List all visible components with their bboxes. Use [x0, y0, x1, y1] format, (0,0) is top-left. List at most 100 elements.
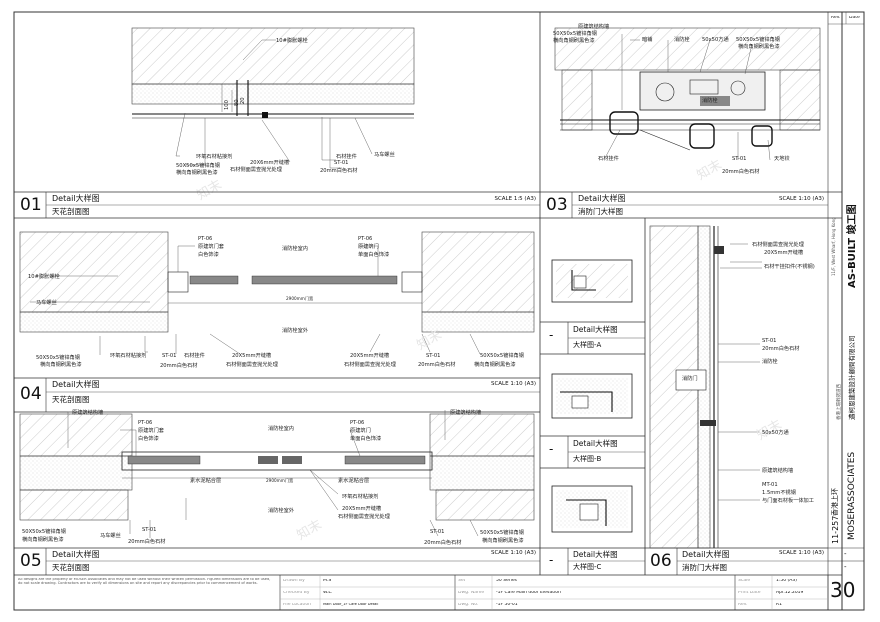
- svg-text:知末: 知末: [294, 517, 325, 544]
- panel-03-title: Detail大样图: [578, 194, 626, 203]
- annotation-d01-stone: 20mm白色石材: [320, 166, 357, 174]
- annotation-d06-plate1: 1.5mm不锈钢: [762, 488, 796, 496]
- annotation-d01-slot2: 石材侧面需查抛光处理: [230, 165, 283, 173]
- as-built-stamp: AS-BUILT 竣工图: [847, 204, 858, 288]
- panel-c-subtitle: 大样图-C: [573, 563, 602, 571]
- annotation-d04-bolt: 10#膨胀螺栓: [28, 272, 61, 280]
- detail-04-drawing: [19, 231, 535, 355]
- annotation-d04-hanger: 石材挂件: [184, 351, 205, 359]
- annotation-d04-pt2: PT-06: [358, 236, 372, 242]
- dwg-name-label: Dwg. Name: [458, 591, 485, 595]
- panel-06-title: Detail大样图: [682, 550, 730, 559]
- annotation-d04-steel4: 横向角钢刷黑色漆: [474, 360, 516, 368]
- panel-06-number: 06: [650, 551, 672, 571]
- dwg-no-label: Dwg. No.: [458, 603, 479, 607]
- annotation-d05-slot2: 石材侧面需查抛光处理: [338, 512, 391, 520]
- annotation-d01-bolt: 10#膨胀螺栓: [276, 36, 309, 44]
- annotation-d04-pt1: PT-06: [198, 236, 212, 242]
- annotation-d04-slot4: 石材侧面需查抛光处理: [344, 360, 397, 368]
- annotation-d05-glue: 环氧石材粘接剂: [342, 492, 378, 500]
- title-block-grid: [279, 575, 829, 610]
- annotation-d04-slot1: 20X5mm开缝槽: [232, 351, 271, 359]
- address-cn: 香港上環幹諾道西: [837, 384, 842, 420]
- annotation-d05-door2: 原建筑门: [350, 426, 371, 434]
- annotation-d06-door: 消防门: [682, 374, 698, 382]
- annotation-d05-nut: 马车螺丝: [100, 531, 121, 539]
- panel-06-subtitle: 消防门大样图: [682, 563, 727, 572]
- panel-a-number: -: [549, 328, 554, 342]
- annotation-d05-steel1: 50X50x5镀锌角钢: [22, 527, 66, 535]
- annotation-d05-steel4: 横向角钢刷黑色漆: [482, 536, 524, 544]
- annotation-d04-steel1: 50X50x5镀锌角钢: [36, 353, 80, 361]
- annotation-d03-struct: 原建筑结构墙: [578, 22, 609, 30]
- annotation-d05-paint1: 白色饰漆: [138, 434, 159, 442]
- scale-label: Scale: [738, 579, 751, 583]
- svg-text:知末: 知末: [694, 157, 725, 184]
- detail-06-drawing: [649, 225, 762, 549]
- annotation-d04-glue: 环氧石材粘接剂: [110, 351, 146, 359]
- annotation-d03-tube: 50x50方通: [702, 35, 729, 43]
- annotation-d05-cement1: 素水泥粘合层: [190, 476, 221, 484]
- annotation-d01-dim1: 100: [224, 100, 230, 110]
- annotation-d04-stone2: 20mm白色石材: [418, 360, 455, 368]
- annotation-d04-st: ST-01: [162, 353, 176, 359]
- annotation-d06-mt: MT-01: [762, 482, 778, 488]
- annotation-d05-cement2: 素水泥粘合层: [338, 476, 369, 484]
- annotation-d06-plate2: 与门面石材板一体加工: [762, 496, 814, 504]
- detail-03-drawing: [554, 27, 821, 161]
- project-number: 11-257: [831, 515, 840, 544]
- annotation-d05-struct2: 原建筑结构墙: [450, 408, 481, 416]
- file-location-label: File Location: [283, 603, 311, 607]
- panel-c-title: Detail大样图: [573, 550, 618, 559]
- annotation-d01-st: ST-01: [334, 160, 348, 166]
- rev-value: R1: [776, 603, 782, 607]
- panel-01-subtitle: 天花剖面图: [52, 207, 90, 216]
- annotation-d05-steel2: 横向角钢刷黑色漆: [22, 535, 64, 543]
- address-small: 11/F, West Wharf, Hong Kong: [831, 217, 836, 276]
- annotation-d04-inside: 消防栓室内: [282, 244, 308, 252]
- panel-01-number: 01: [20, 195, 42, 215]
- annotation-d06-slot1: 石材侧面需查抛光处理: [752, 240, 805, 248]
- panel-b-number: -: [549, 442, 554, 456]
- annotation-d01-dim2: 80: [234, 99, 240, 106]
- panel-title-lines: [14, 12, 864, 575]
- annotation-d05-stone2: 20mm白色石材: [424, 538, 461, 546]
- panel-03-number: 03: [546, 195, 568, 215]
- panel-a-title: Detail大样图: [573, 325, 618, 334]
- checked-by-label: Checked By: [283, 591, 310, 595]
- panel-05-title: Detail大样图: [52, 550, 100, 559]
- annotation-d05-struct1: 原建筑结构墙: [72, 408, 103, 416]
- date-header: Date: [849, 16, 860, 20]
- scale-value: 1:50 (A3): [776, 579, 797, 583]
- annotation-d04-nut: 马车螺丝: [36, 298, 57, 306]
- panel-06-scale: SCALE 1:10 (A3): [778, 550, 824, 556]
- annotation-d03-steel4: 横向角钢刷黑色漆: [738, 42, 780, 50]
- drawn-by-value: M.S: [323, 579, 332, 583]
- panel-a-subtitle: 大样图-A: [573, 341, 602, 349]
- annotation-d03-stone: 20mm白色石材: [722, 167, 759, 175]
- annotation-d04-outside: 消防栓室外: [282, 326, 308, 334]
- company-name-cn: 邁柯恩建築設計顧問有限公司: [848, 335, 856, 421]
- annotation-d05-steel3: 50X50x5镀锌角钢: [480, 528, 524, 536]
- panel-b-title: Detail大样图: [573, 439, 618, 448]
- annotation-d01-slot1: 20X6mm开缝槽: [250, 158, 289, 166]
- annotation-d06-slot2: 20X5mm开缝槽: [764, 248, 803, 256]
- rev-header: Rev.: [831, 16, 841, 20]
- sheet-number: 30: [830, 578, 856, 602]
- annotation-d06-hydrant: 消防栓: [762, 357, 778, 365]
- annotation-d04-paint1: 白色饰漆: [198, 250, 219, 258]
- annotation-d05-dim: 2900mm门宽: [266, 477, 294, 484]
- annotation-d04-steel2: 横向角钢刷黑色漆: [40, 360, 82, 368]
- annotation-d03-hinge: 天地铰: [774, 154, 790, 162]
- disclaimer-text: All designs are the property of MOSER As…: [18, 578, 271, 585]
- annotation-d05-st2: ST-01: [430, 529, 444, 535]
- annotation-d03-hanger: 石材挂件: [598, 154, 619, 162]
- panel-05-scale: SCALE 1:10 (A3): [490, 550, 536, 556]
- detail-05-drawing: [19, 410, 535, 538]
- print-date-label: Print Date: [738, 591, 761, 595]
- project-name-cn: 香港上环: [831, 488, 839, 516]
- detail-c-drawing: [551, 485, 633, 533]
- checked-by-value: W.L.: [323, 591, 333, 595]
